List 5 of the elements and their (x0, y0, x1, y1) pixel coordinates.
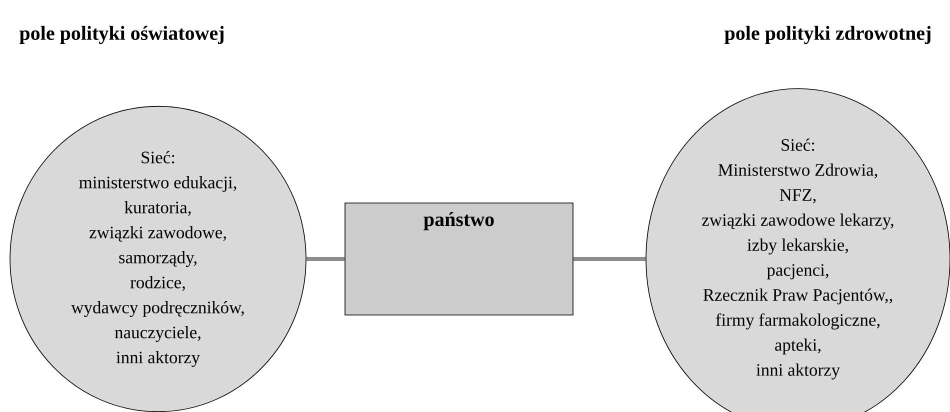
state-box: państwo (344, 202, 574, 316)
connector-line (573, 257, 646, 261)
connector-line (306, 257, 345, 261)
field-heading: pole polityki zdrowotnej (724, 26, 930, 44)
field-heading: pole polityki oświatowej (20, 26, 224, 44)
